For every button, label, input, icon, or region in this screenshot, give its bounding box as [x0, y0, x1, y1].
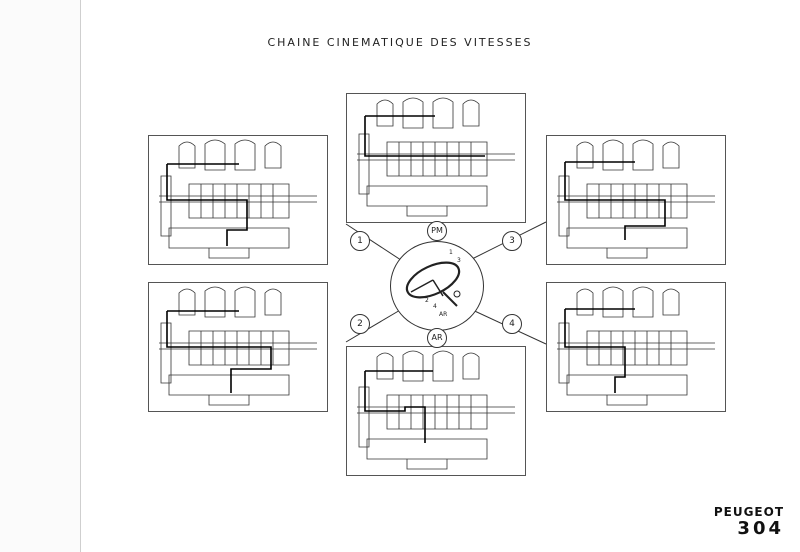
- brand-block: PEUGEOT 304: [714, 505, 784, 539]
- selector-pos-4: 4: [433, 303, 437, 310]
- steering-wheel-icon: 1 3 2 4 AR: [405, 249, 461, 318]
- gearbox-drawing: [159, 139, 317, 259]
- gearbox-diagram-ar: [346, 346, 526, 476]
- brand-model: 304: [737, 518, 784, 539]
- gearbox-drawing: [557, 139, 715, 259]
- badge-ar: AR: [427, 328, 447, 348]
- steering-wheel-selector: 1 3 2 4 AR: [390, 241, 484, 331]
- selector-pos-1: 1: [449, 249, 453, 256]
- gearbox-drawing: [557, 286, 715, 406]
- gearbox-drawing: [357, 97, 515, 217]
- badge-gear-4: 4: [502, 314, 522, 334]
- brand-name: PEUGEOT: [713, 505, 784, 519]
- selector-pos-2: 2: [425, 297, 429, 304]
- page-title: CHAINE CINEMATIQUE DES VITESSES: [267, 36, 533, 49]
- stacked-page-edge: [42, 0, 81, 552]
- gearbox-diagram-gear-1: [148, 135, 328, 265]
- badge-gear-2: 2: [350, 314, 370, 334]
- gearbox-drawing: [159, 286, 317, 406]
- gearbox-diagram-gear-4: [546, 282, 726, 412]
- gearbox-drawing: [357, 350, 515, 470]
- badge-gear-3: 3: [502, 231, 522, 251]
- gearbox-diagram-gear-3: [546, 135, 726, 265]
- gearbox-diagram-gear-2: [148, 282, 328, 412]
- badge-pm: PM: [427, 221, 447, 241]
- gearbox-diagram-pm: [346, 93, 526, 223]
- selector-pos-3: 3: [457, 257, 461, 264]
- badge-gear-1: 1: [350, 231, 370, 251]
- selector-pos-ar: AR: [439, 311, 447, 318]
